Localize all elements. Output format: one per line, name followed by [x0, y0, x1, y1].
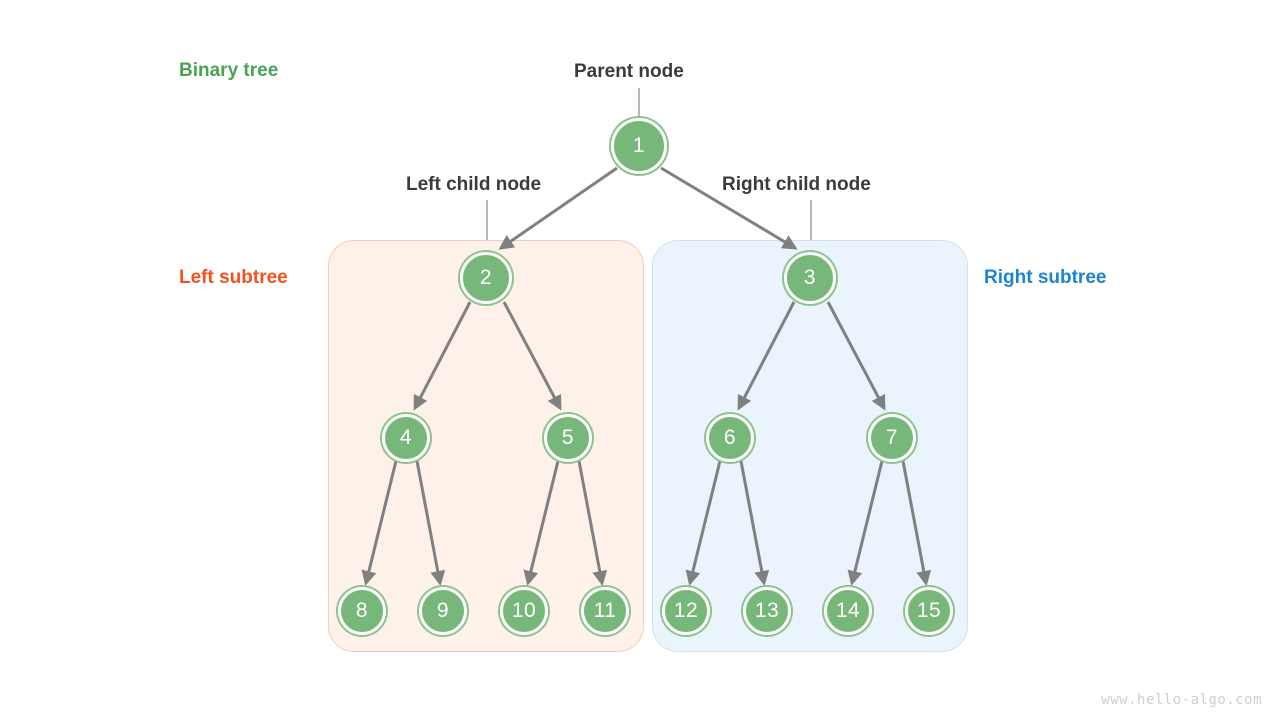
label-parent-node: Parent node	[574, 61, 684, 82]
edge-6-12	[685, 460, 722, 586]
label-left-child-node: Left child node	[406, 174, 542, 195]
tree-node-9[interactable]: 9	[419, 587, 467, 635]
tree-node-12[interactable]: 12	[662, 587, 710, 635]
edge-3-7	[826, 301, 886, 411]
label-left-subtree: Left subtree	[179, 267, 288, 288]
edge-2-4	[413, 301, 472, 411]
tree-node-4[interactable]: 4	[382, 414, 430, 462]
tree-node-8[interactable]: 8	[338, 587, 386, 635]
diagram-title: Binary tree	[179, 60, 279, 81]
tree-node-1[interactable]: 1	[611, 118, 667, 174]
edge-2-5	[502, 301, 562, 411]
label-right-subtree: Right subtree	[984, 267, 1107, 288]
edge-7-14	[847, 460, 884, 586]
right-subtree-region	[652, 240, 968, 652]
label-right-child-node: Right child node	[722, 174, 871, 195]
edge-5-11	[577, 460, 608, 586]
edge-3-6	[737, 301, 796, 411]
tree-node-3[interactable]: 3	[784, 252, 836, 304]
tree-node-2[interactable]: 2	[460, 252, 512, 304]
edge-5-10	[523, 460, 560, 586]
tree-node-13[interactable]: 13	[743, 587, 791, 635]
tree-node-14[interactable]: 14	[824, 587, 872, 635]
edge-1-3	[660, 166, 798, 250]
edge-4-9	[415, 460, 446, 586]
edge-6-13	[739, 460, 770, 586]
tree-node-11[interactable]: 11	[581, 587, 629, 635]
tree-node-15[interactable]: 15	[905, 587, 953, 635]
tree-node-10[interactable]: 10	[500, 587, 548, 635]
edge-1-2	[498, 166, 618, 250]
tree-node-6[interactable]: 6	[706, 414, 754, 462]
left-subtree-region	[328, 240, 644, 652]
tree-node-5[interactable]: 5	[544, 414, 592, 462]
watermark: www.hello-algo.com	[1101, 692, 1262, 708]
edge-4-8	[361, 460, 398, 586]
edge-7-15	[901, 460, 932, 586]
tree-node-7[interactable]: 7	[868, 414, 916, 462]
